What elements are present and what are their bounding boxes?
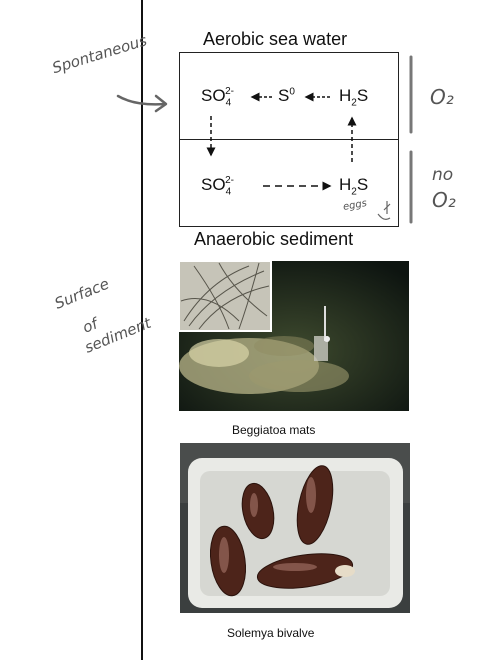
- sulfate-bottom: SO42-: [201, 175, 235, 198]
- margin-line: [141, 0, 143, 660]
- sulfate-top: SO42-: [201, 86, 235, 109]
- caption-beggiatoa: Beggiatoa mats: [232, 423, 316, 437]
- spontaneous-arrow: [116, 94, 167, 106]
- box-divider: [179, 139, 399, 140]
- note-no: no: [432, 165, 454, 185]
- cycle-arrows: [206, 92, 357, 191]
- h2s-bottom: H2S: [339, 175, 369, 198]
- solemya-photo: [180, 443, 410, 613]
- note-no-o2: O₂: [432, 188, 456, 212]
- h2s-top: H2S: [339, 86, 369, 109]
- pencil-strokes: [116, 55, 413, 224]
- aerobic-heading: Aerobic sea water: [203, 29, 348, 49]
- caption-solemya: Solemya bivalve: [227, 626, 315, 640]
- note-o2: O₂: [430, 85, 454, 109]
- anaerobic-heading: Anaerobic sediment: [194, 229, 354, 249]
- sulfur-top: S0: [278, 86, 295, 105]
- beggiatoa-photo: [179, 261, 409, 411]
